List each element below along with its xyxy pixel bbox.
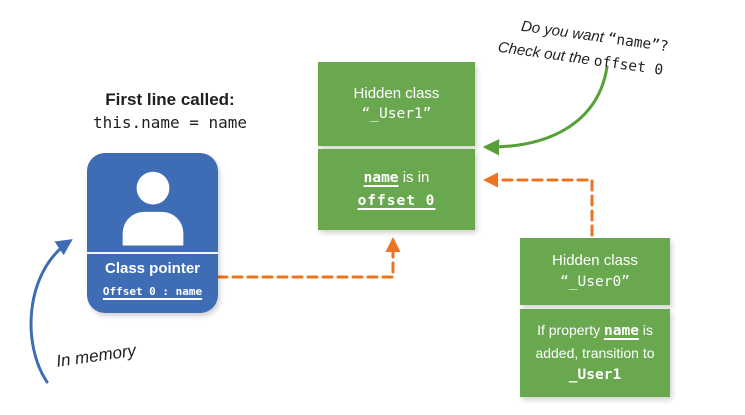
offset-hint-arrow [482,65,609,156]
intro-caption: First line called: [105,90,235,109]
hidden-class-user1-header: Hidden class “_User1” [318,62,475,146]
hidden-class-user1-body: name is in offset 0 [318,149,475,230]
class-pointer-label: Class pointer [104,260,201,277]
annotation-note: Do you want “name”? Check out the offset… [496,12,670,83]
offset-entry-label: Offset 0 : name [102,285,203,298]
person-icon [122,171,183,246]
card-divider [87,252,218,254]
hidden-class-user0-header: Hidden class “_User0” [520,238,670,305]
hidden-class-user0-body: If property name is added, transition to… [520,309,670,397]
object-card: Class pointer Offset 0 : name [87,153,218,313]
in-memory-label: In memory [55,340,138,371]
intro-code: this.name = name [92,113,248,132]
transition-arrow [483,172,594,237]
class-pointer-arrow [216,237,401,279]
intro-text: First line called: this.name = name [62,90,278,132]
